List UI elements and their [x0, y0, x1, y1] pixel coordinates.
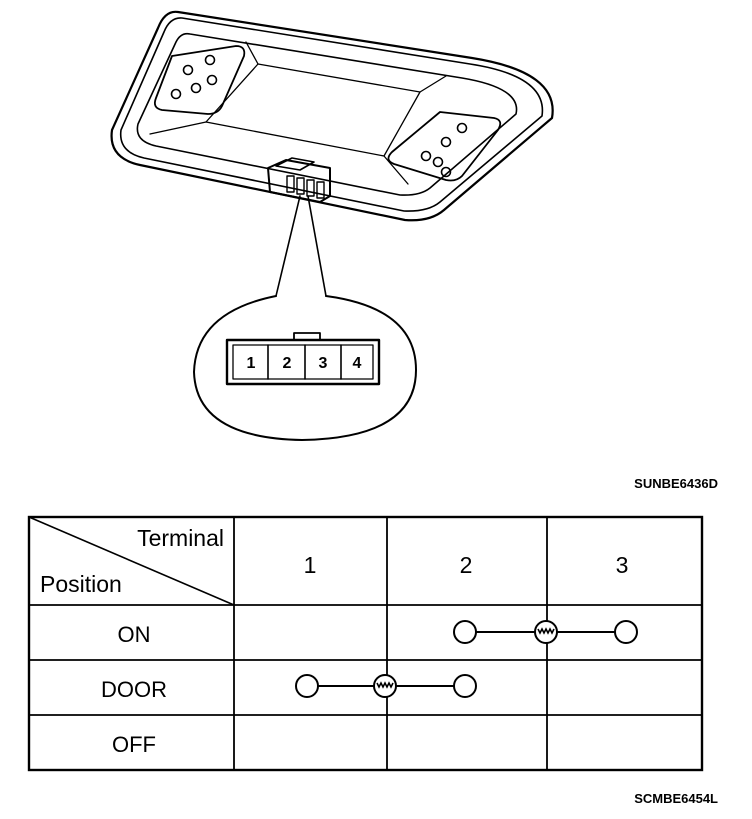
lamp-connector-pin-4 — [316, 181, 325, 199]
left-switch-pad — [153, 45, 246, 115]
right-switch-dot-3 — [420, 150, 432, 162]
lamp-lens-bevel — [205, 63, 421, 157]
position-off-label: OFF — [112, 732, 156, 757]
connector-magnifier-ellipse — [193, 295, 417, 441]
lamp-connector-pin-2 — [296, 177, 305, 195]
connector-lock-tab — [293, 332, 321, 341]
on-resistor-symbol — [534, 620, 558, 644]
on-terminal-2-circle — [453, 620, 477, 644]
connector-pin-label-2: 2 — [283, 355, 292, 372]
lamp-outer-outline — [110, 10, 554, 222]
door-terminal-2-circle — [453, 674, 477, 698]
illustration-code-label: SUNBE6436D — [634, 476, 718, 491]
right-switch-pad — [387, 111, 502, 182]
table-code-label: SCMBE6454L — [634, 791, 718, 806]
left-switch-dot-5 — [206, 74, 218, 86]
connector-housing-inner — [232, 344, 374, 380]
connector-pin-label-3: 3 — [319, 355, 328, 372]
lamp-connector-body — [267, 159, 331, 203]
continuity-table — [27, 515, 704, 772]
on-resistor-circle — [534, 620, 558, 644]
right-switch-dot-2 — [440, 136, 452, 148]
leader-line-left — [275, 195, 301, 297]
lamp-bevel-line-4 — [149, 121, 207, 135]
position-on-label: ON — [118, 622, 151, 647]
header-terminal-label: Terminal — [137, 525, 224, 551]
door-resistor-circle — [373, 674, 397, 698]
header-diagonal-line — [28, 516, 235, 606]
header-position-label: Position — [40, 571, 122, 597]
terminal-number-2: 2 — [460, 552, 473, 578]
table-border — [27, 515, 704, 772]
right-switch-dot-1 — [456, 122, 468, 134]
lamp-connector-pin-3 — [306, 179, 315, 197]
lamp-connector-latch — [275, 157, 315, 171]
lamp-lens-panel — [136, 32, 518, 196]
connector-pin-label-4: 4 — [353, 355, 362, 372]
lamp-connector-pin-1 — [286, 175, 295, 193]
lamp-outer-outline-inner — [119, 17, 544, 212]
on-resistor-zigzag — [537, 627, 555, 635]
left-switch-dot-2 — [204, 54, 216, 66]
position-door-label: DOOR — [101, 677, 167, 702]
right-switch-dot-4 — [432, 156, 444, 168]
door-resistor-zigzag — [376, 681, 394, 689]
leader-line-right — [307, 195, 327, 297]
room-lamp-illustration — [110, 10, 554, 441]
left-switch-dot-3 — [170, 88, 182, 100]
door-resistor-symbol — [373, 674, 397, 698]
left-switch-dot-1 — [182, 64, 194, 76]
terminal-number-3: 3 — [616, 552, 629, 578]
left-switch-dot-4 — [190, 82, 202, 94]
lamp-bevel-line-2 — [419, 75, 447, 93]
door-terminal-1-circle — [295, 674, 319, 698]
connector-pin-label-1: 1 — [247, 355, 256, 372]
lamp-bevel-line-1 — [245, 41, 259, 65]
continuity-connections — [295, 620, 638, 698]
on-terminal-3-circle — [614, 620, 638, 644]
lamp-bevel-line-3 — [383, 155, 409, 185]
terminal-number-1: 1 — [304, 552, 317, 578]
right-switch-dot-5 — [440, 166, 452, 178]
